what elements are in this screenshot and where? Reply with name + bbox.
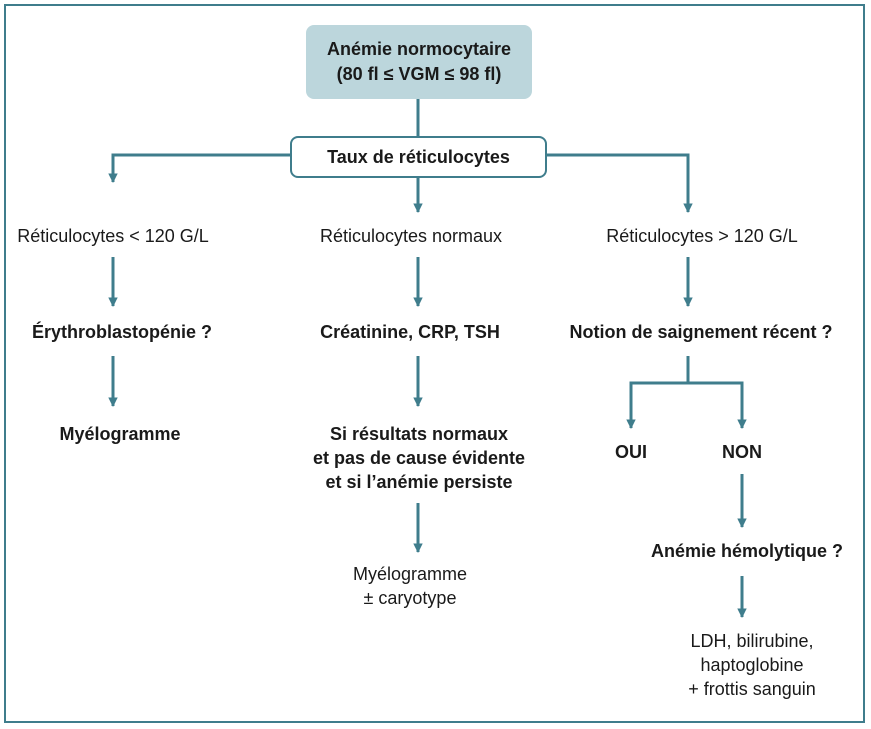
connector-decision-right [547, 153, 693, 213]
left-condition: Réticulocytes < 120 G/L [17, 226, 209, 246]
left-question: Érythroblastopénie ? [31, 322, 213, 342]
center-result-line-1: Myélogramme [352, 564, 468, 584]
right-no-result-line-1: LDH, bilirubine, [690, 631, 814, 651]
decision-label: Taux de réticulocytes [327, 146, 510, 167]
connector-right-no [688, 381, 747, 429]
root-line-2: (80 fl ≤ VGM ≤ 98 fl) [336, 64, 502, 84]
left-result: Myélogramme [59, 424, 181, 444]
decision-node: Taux de réticulocytes [290, 136, 547, 178]
center-criteria-line-3: et si l’anémie persiste [325, 472, 513, 492]
connector-right-yes [626, 381, 688, 429]
center-result: Myélogramme ± caryotype [353, 562, 467, 610]
root-line-1: Anémie normocytaire [326, 39, 512, 59]
right-yes-label: OUI [614, 442, 648, 462]
center-condition: Réticulocytes normaux [319, 226, 503, 246]
diagram-frame [4, 4, 865, 723]
right-no-question: Anémie hémolytique ? [650, 541, 844, 561]
right-no-result-line-2: haptoglobine [700, 655, 804, 675]
center-result-line-2: ± caryotype [363, 588, 457, 608]
center-criteria-line-1: Si résultats normaux [329, 424, 509, 444]
right-no-result: LDH, bilirubine, haptoglobine + frottis … [688, 629, 816, 701]
connector-decision-left [108, 153, 290, 183]
center-tests: Créatinine, CRP, TSH [320, 322, 500, 342]
right-no-label: NON [722, 442, 762, 462]
right-question: Notion de saignement récent ? [569, 322, 833, 342]
root-node: Anémie normocytaire (80 fl ≤ VGM ≤ 98 fl… [306, 25, 532, 99]
center-criteria: Si résultats normaux et pas de cause évi… [313, 422, 525, 494]
right-no-result-line-3: + frottis sanguin [688, 679, 816, 699]
right-condition: Réticulocytes > 120 G/L [606, 226, 798, 246]
center-criteria-line-2: et pas de cause évidente [312, 448, 526, 468]
